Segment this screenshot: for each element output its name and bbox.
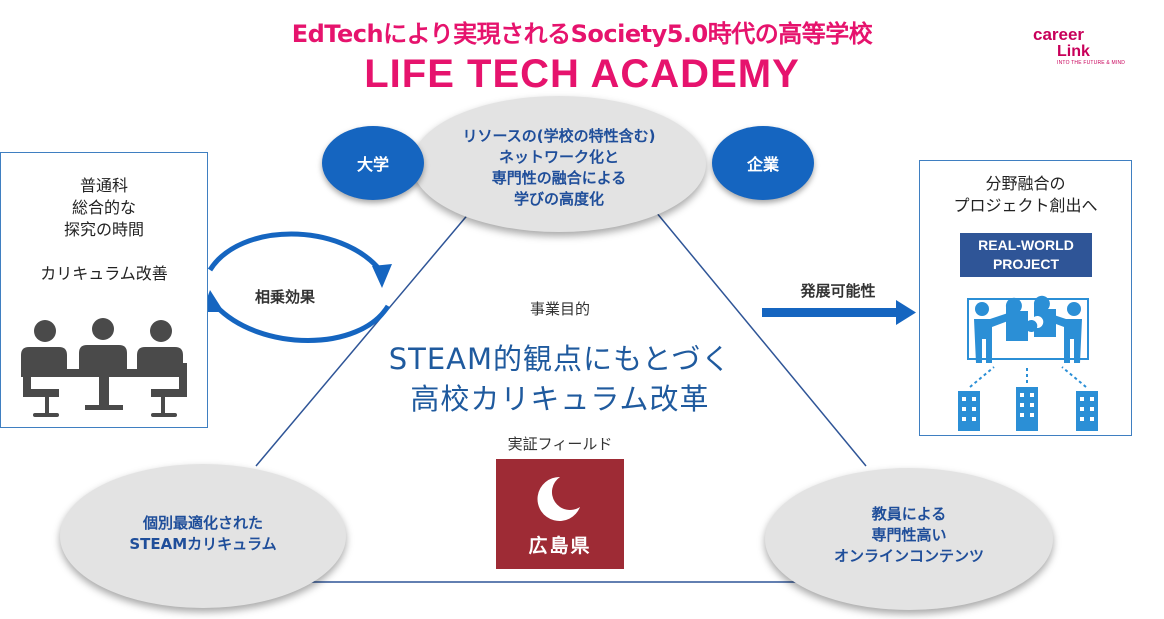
top-hub-line4: 学びの高度化 [513, 190, 604, 208]
career-link-logo: career Link INTO THE FUTURE & MIND [1033, 25, 1137, 67]
left-panel-line4: カリキュラム改善 [40, 264, 168, 283]
top-hub-ellipse: リソースの(学校の特性含む) ネットワーク化と 専門性の融合による 学びの高度化 [412, 96, 706, 232]
logo-line2: Link [1057, 43, 1090, 60]
bottom-left-ellipse: 個別最適化された STEAMカリキュラム [60, 464, 346, 608]
top-hub-line1: リソースの(学校の特性含む) [462, 127, 656, 145]
right-panel: 分野融合の プロジェクト創出へ REAL-WORLD PROJECT [919, 160, 1132, 436]
page-title: LIFE TECH ACADEMY [364, 52, 800, 96]
crescent-icon [537, 476, 580, 521]
top-hub-line2: ネットワーク化と [498, 148, 619, 166]
badge-line2: PROJECT [992, 256, 1060, 272]
left-panel: 普通科 総合的な 探究の時間 カリキュラム改善 [0, 152, 208, 428]
bottom-left-line1: 個別最適化された [142, 514, 263, 532]
right-panel-line2: プロジェクト創出へ [953, 196, 1098, 215]
collaboration-buildings-icon [958, 295, 1098, 431]
real-world-project-badge: REAL-WORLD PROJECT [960, 233, 1092, 277]
synergy-label: 相乗効果 [254, 288, 315, 306]
logo-line1: career [1033, 25, 1085, 44]
bottom-right-ellipse: 教員による 専門性高い オンラインコンテンツ [765, 468, 1053, 610]
development-arrow [762, 300, 916, 325]
left-panel-line2: 総合的な [71, 198, 136, 217]
synergy-cycle-arrows [202, 231, 392, 343]
badge-line1: REAL-WORLD [978, 237, 1074, 253]
bottom-right-line1: 教員による [871, 505, 947, 523]
meeting-people-icon [21, 318, 187, 417]
headline-line2: 高校カリキュラム改革 [410, 382, 710, 416]
headline-line1: STEAM的観点にもとづく [388, 342, 732, 376]
development-label: 発展可能性 [800, 282, 876, 300]
university-circle: 大学 [322, 126, 424, 200]
company-circle: 企業 [712, 126, 814, 200]
logo-tagline: INTO THE FUTURE & MIND [1057, 60, 1126, 66]
page-subtitle: EdTechにより実現されるSociety5.0時代の高等学校 [291, 20, 873, 48]
prefecture-name: 広島県 [528, 535, 592, 557]
left-panel-line3: 探究の時間 [63, 220, 144, 239]
bottom-right-line2: 専門性高い [871, 526, 947, 544]
left-panel-line1: 普通科 [79, 176, 128, 195]
top-hub-line3: 専門性の融合による [491, 169, 627, 187]
hiroshima-logo: 広島県 [496, 459, 624, 569]
field-label: 実証フィールド [507, 435, 613, 453]
bottom-right-line3: オンラインコンテンツ [833, 547, 984, 565]
purpose-label: 事業目的 [529, 300, 590, 318]
bottom-left-line2: STEAMカリキュラム [129, 535, 277, 553]
right-panel-line1: 分野融合の [985, 174, 1066, 193]
